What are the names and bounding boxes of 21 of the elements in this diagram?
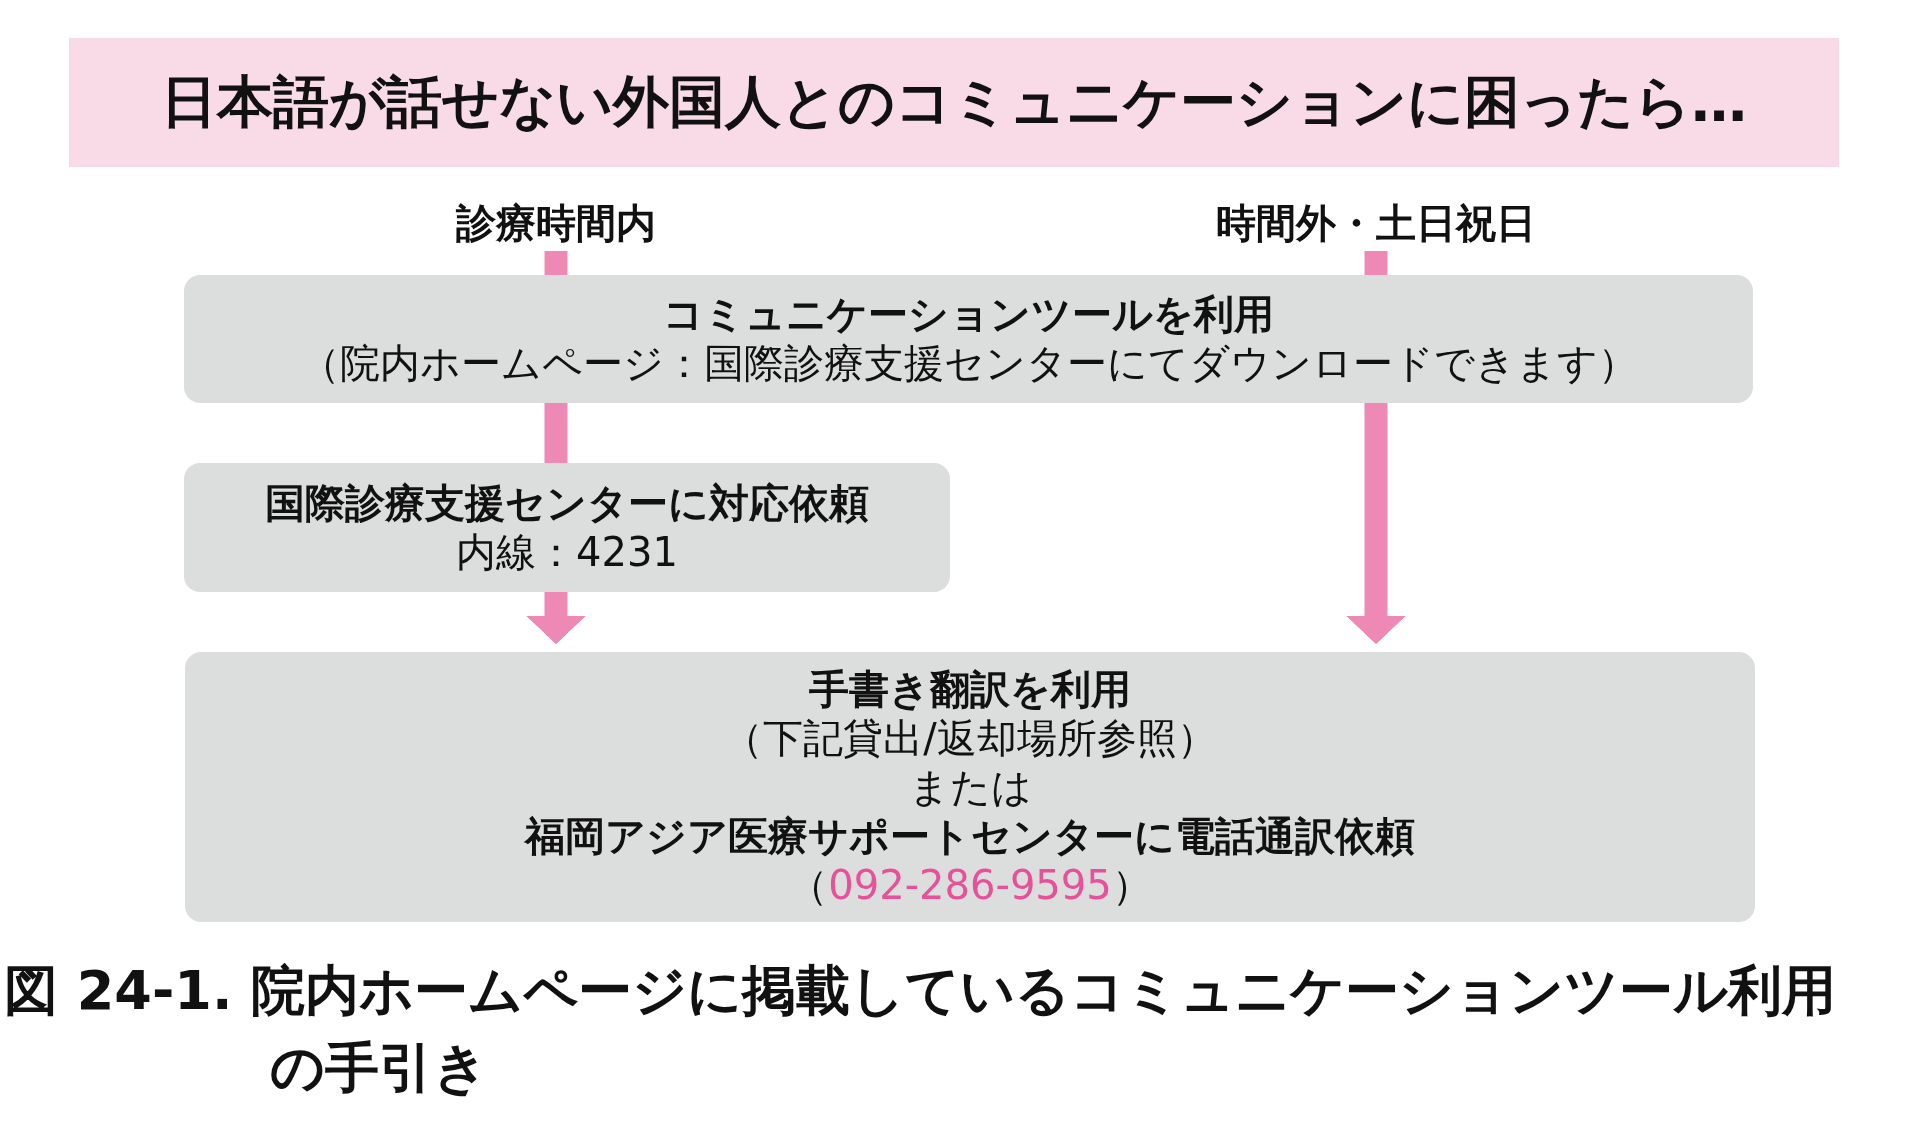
process-box [185, 652, 1755, 922]
time-label: 時間外・土日祝日 [1216, 200, 1536, 246]
conjunction-text: または [908, 762, 1032, 812]
box-heading: 手書き翻訳を利用 [809, 664, 1131, 714]
box-note: （院内ホームページ：国際診療支援センターにてダウンロードできます） [299, 339, 1638, 388]
process-box [184, 463, 950, 592]
arrow [526, 592, 586, 644]
connector-line [544, 251, 568, 275]
time-label: 診療時間内 [456, 200, 656, 246]
box-heading: 福岡アジア医療サポートセンターに電話通訳依頼 [525, 811, 1415, 861]
box-heading: コミュニケーションツールを利用 [663, 290, 1274, 339]
process-box [184, 275, 1753, 403]
connector-line [544, 403, 568, 463]
arrow [1346, 403, 1406, 644]
extension-number: 内線：4231 [456, 527, 678, 577]
phone-number-text: （092-286-9595） [788, 860, 1152, 910]
box-note: （下記貸出/返却場所参照） [723, 713, 1217, 763]
title: 日本語が話せない外国人とのコミュニケーションに困ったら… [161, 70, 1747, 135]
box-heading: 国際診療支援センターに対応依頼 [265, 478, 869, 528]
figure-caption: 図 24-1. 院内ホームページに掲載しているコミュニケーションツール利用の手引き [4, 958, 1838, 1101]
connector-line [1364, 251, 1388, 275]
